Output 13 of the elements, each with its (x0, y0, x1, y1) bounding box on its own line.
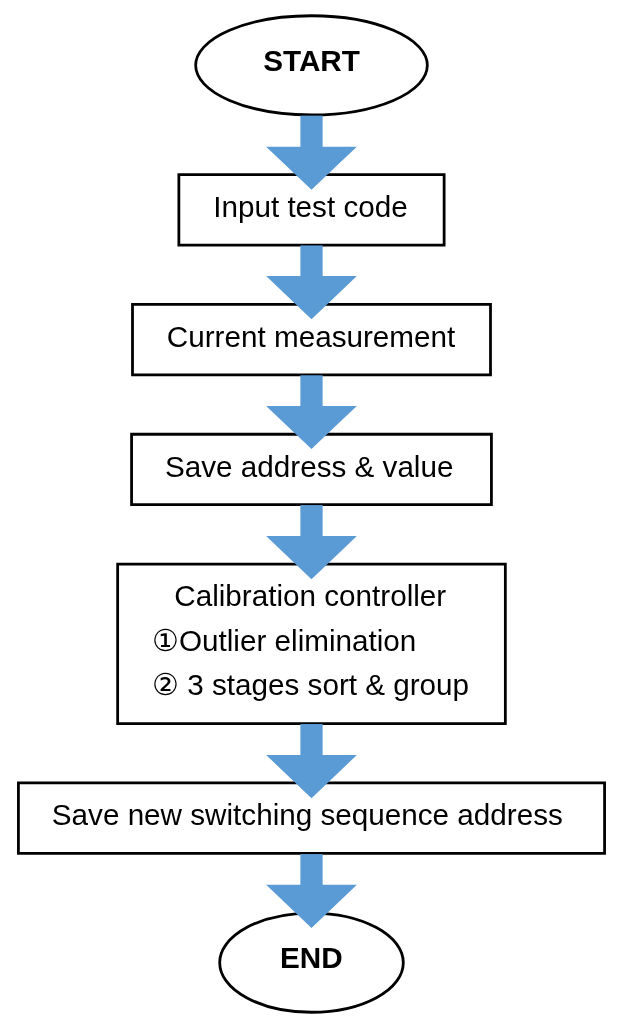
arrow (266, 724, 357, 799)
arrow (266, 854, 357, 929)
node-box: Save address & value (130, 432, 493, 507)
node-ellipse: END (218, 911, 405, 1014)
arrow (266, 245, 357, 320)
arrow (266, 115, 357, 190)
node-box: Calibration controller ①Outlier elimination ② 3 stages sort & group (116, 562, 507, 725)
arrow (266, 375, 357, 450)
node-ellipse: START (194, 14, 429, 117)
node-box: Save new switching sequence address (17, 781, 606, 855)
arrow (266, 505, 357, 580)
node-box: Input test code (177, 173, 446, 247)
node-box: Current measurement (131, 303, 492, 377)
